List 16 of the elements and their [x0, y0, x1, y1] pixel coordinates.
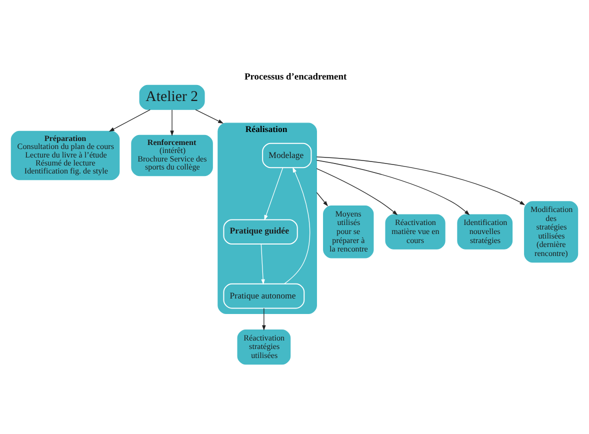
arrow: [195, 109, 224, 124]
node-box: Atelier 2: [139, 84, 205, 110]
arrow: [316, 160, 470, 216]
arrow: [316, 192, 328, 206]
arrow: [284, 167, 310, 284]
arrow: [170, 110, 174, 136]
arrow: [316, 156, 526, 206]
arrow: [316, 168, 398, 216]
arrow: [108, 109, 151, 132]
node-box: Pratique autonome: [223, 283, 305, 309]
arrow: [264, 168, 284, 221]
diagram-title: Processus d’encadrement: [244, 72, 347, 82]
node-box: Pratique guidée: [223, 219, 298, 245]
arrow: [262, 308, 266, 331]
node-box: Modelage: [262, 142, 312, 168]
arrow: [260, 244, 265, 285]
